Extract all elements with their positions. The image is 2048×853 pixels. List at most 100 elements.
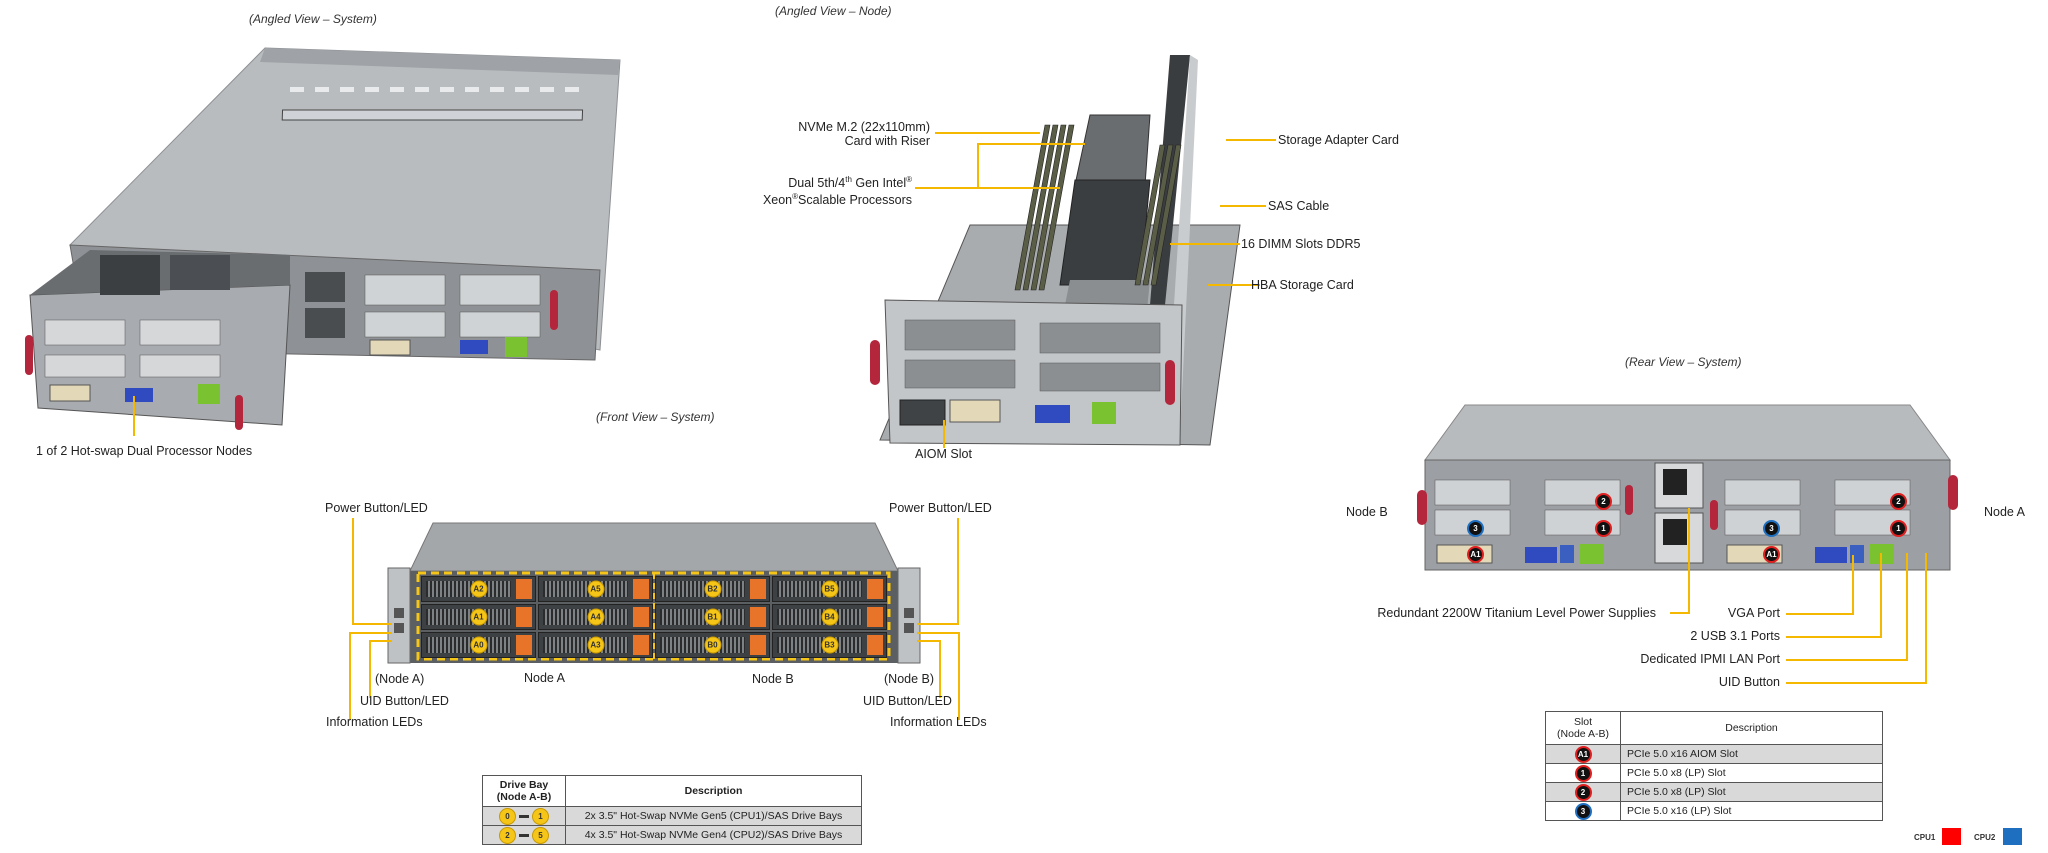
- drive-bay-vent: [543, 581, 628, 597]
- callout-hba-card: HBA Storage Card: [1251, 278, 1354, 292]
- callout-ipmi: Dedicated IPMI LAN Port: [1640, 652, 1780, 666]
- callout-uid: UID Button: [1718, 675, 1780, 689]
- angled-node-illustration: [870, 55, 1241, 446]
- drive-bay[interactable]: A5: [538, 576, 653, 602]
- drive-bay-label: A3: [587, 636, 604, 654]
- legend-label-cpu1: CPU1: [1914, 833, 1936, 842]
- drive-release-tab[interactable]: [750, 635, 766, 655]
- drive-bay-label: A1: [470, 608, 487, 626]
- drive-release-tab[interactable]: [750, 607, 766, 627]
- callout-line-node: [133, 396, 135, 436]
- slot-badge: 3: [1574, 802, 1592, 820]
- drive-bay[interactable]: B0: [655, 632, 770, 658]
- slot-badge-3-node-a: 3: [1763, 520, 1780, 537]
- callout-psu: Redundant 2200W Titanium Level Power Sup…: [1377, 606, 1656, 620]
- drive-bay-label: B2: [704, 580, 721, 598]
- line-vga-v: [1852, 555, 1854, 614]
- line-uid-left-v: [369, 640, 371, 698]
- callout-sas-cable: SAS Cable: [1268, 199, 1330, 213]
- legend-swatch-cpu1: [1942, 828, 1961, 845]
- row-description: PCIe 5.0 x8 (LP) Slot: [1620, 782, 1883, 802]
- drive-bay[interactable]: A0: [421, 632, 536, 658]
- drive-bay-vent: [426, 581, 511, 597]
- header-drive-bay: Drive Bay(Node A-B): [482, 775, 566, 807]
- drive-release-tab[interactable]: [516, 635, 532, 655]
- rear-system-illustration: [1417, 404, 1958, 571]
- slot-badge-a1-node-a: A1: [1763, 546, 1780, 563]
- label-rear-node-a: Node A: [1984, 505, 2026, 519]
- line-usb-v: [1880, 553, 1882, 637]
- label-info-left: Information LEDs: [326, 715, 423, 729]
- label-power-right: Power Button/LED: [889, 501, 992, 515]
- header-description: Description: [565, 775, 862, 807]
- drive-bay[interactable]: A1: [421, 604, 536, 630]
- line-power-left-h: [352, 623, 392, 625]
- drive-bay[interactable]: B3: [772, 632, 887, 658]
- caption-rear-system: (Rear View – System): [1625, 355, 1742, 369]
- drive-bay-vent: [777, 609, 862, 625]
- bay-badge: 5: [532, 826, 549, 844]
- header-slot: Slot(Node A-B): [1545, 711, 1621, 745]
- callout-line-storage-adapter: [1226, 139, 1276, 141]
- drive-bay[interactable]: A3: [538, 632, 653, 658]
- drive-release-tab[interactable]: [867, 635, 883, 655]
- drive-bay[interactable]: A4: [538, 604, 653, 630]
- drive-bay-vent: [426, 637, 511, 653]
- drive-table-header: Drive Bay(Node A-B) Description: [482, 775, 862, 807]
- drive-release-tab[interactable]: [516, 579, 532, 599]
- drive-bay[interactable]: B1: [655, 604, 770, 630]
- drive-bay-vent: [660, 637, 745, 653]
- line-info-right-h: [917, 632, 960, 634]
- table-row: A1 PCIe 5.0 x16 AIOM Slot: [1545, 744, 1883, 764]
- label-uid-right: UID Button/LED: [863, 694, 952, 708]
- caption-angled-node: (Angled View – Node): [775, 4, 892, 18]
- callout-line-nvme: [935, 132, 1040, 134]
- drive-bay-label: A5: [587, 580, 604, 598]
- drive-bay-label: B1: [704, 608, 721, 626]
- callout-aiom-slot: AIOM Slot: [915, 447, 972, 461]
- table-row: 2 PCIe 5.0 x8 (LP) Slot: [1545, 782, 1883, 802]
- slot-table-header: Slot(Node A-B) Description: [1545, 711, 1883, 745]
- callout-line-dimm: [1170, 243, 1240, 245]
- label-node-a: Node A: [524, 671, 566, 685]
- drive-bay[interactable]: B4: [772, 604, 887, 630]
- drive-release-tab[interactable]: [867, 607, 883, 627]
- callout-hot-swap-nodes: 1 of 2 Hot-swap Dual Processor Nodes: [36, 444, 253, 458]
- drive-release-tab[interactable]: [867, 579, 883, 599]
- drive-bay-vent: [777, 637, 862, 653]
- slot-badge-1-node-a: 1: [1890, 520, 1907, 537]
- callout-dual-xeon: Dual 5th/4th Gen Intel® Xeon®Scalable Pr…: [762, 175, 912, 208]
- slot-badge: 1: [1574, 764, 1592, 782]
- callout-nvme-m2: NVMe M.2 (22x110mm) Card with Riser: [798, 120, 930, 148]
- legend-swatch-cpu2: [2003, 828, 2022, 845]
- legend-label-cpu2: CPU2: [1974, 833, 1996, 842]
- slot-table: Slot(Node A-B) Description A1 PCIe 5.0 x…: [1545, 711, 1883, 821]
- slot-badge-a1-node-b: A1: [1467, 546, 1484, 563]
- drive-release-tab[interactable]: [633, 607, 649, 627]
- drive-bay-label: B5: [821, 580, 838, 598]
- bay-badge: 2: [499, 826, 516, 844]
- line-power-right-h: [917, 623, 959, 625]
- drive-release-tab[interactable]: [750, 579, 766, 599]
- drive-bay[interactable]: B2: [655, 576, 770, 602]
- line-usb-h: [1786, 636, 1882, 638]
- drive-bay-vent: [543, 609, 628, 625]
- drive-bay[interactable]: B5: [772, 576, 887, 602]
- drive-release-tab[interactable]: [633, 635, 649, 655]
- slot-badge-1-node-b: 1: [1595, 520, 1612, 537]
- line-vga-h: [1786, 613, 1854, 615]
- drive-bay[interactable]: A2: [421, 576, 536, 602]
- drive-release-tab[interactable]: [633, 579, 649, 599]
- slot-badge-3-node-b: 3: [1467, 520, 1484, 537]
- drive-bay-vent: [426, 609, 511, 625]
- callout-dimm-slots: 16 DIMM Slots DDR5: [1241, 237, 1361, 251]
- header-description: Description: [1620, 711, 1883, 745]
- callout-line-sas: [1220, 205, 1266, 207]
- line-uid-right-h: [917, 640, 940, 642]
- line-uid-v: [1925, 553, 1927, 683]
- drive-bay-label: B4: [821, 608, 838, 626]
- drive-release-tab[interactable]: [516, 607, 532, 627]
- line-info-left-v: [349, 632, 351, 720]
